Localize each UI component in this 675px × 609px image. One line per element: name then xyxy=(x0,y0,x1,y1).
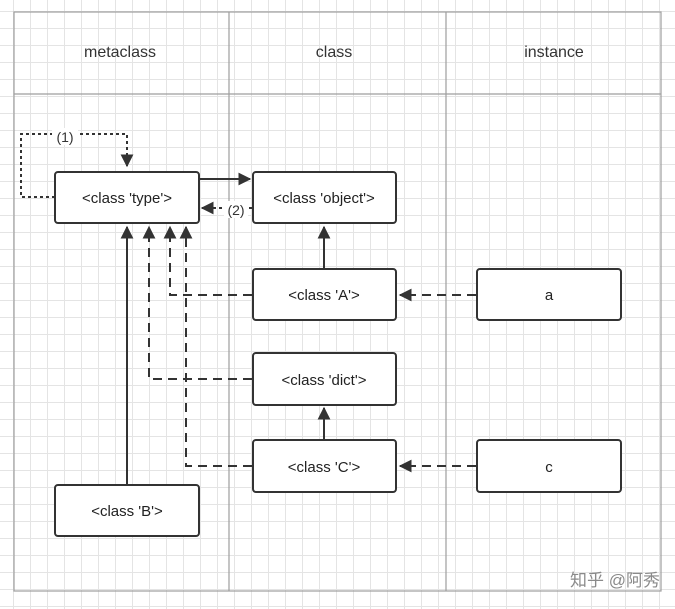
edge-label-bg xyxy=(224,201,248,218)
node-type-box[interactable] xyxy=(54,171,200,224)
node-object-label: <class 'object'> xyxy=(273,190,375,207)
node-C-label: <class 'C'> xyxy=(288,459,361,476)
header-instance: instance xyxy=(524,44,584,61)
node-C-box[interactable] xyxy=(252,439,397,493)
node-dict-label: <class 'dict'> xyxy=(282,372,367,389)
header-metaclass: metaclass xyxy=(84,44,156,61)
node-A-label: <class 'A'> xyxy=(288,287,360,304)
node-B-label: <class 'B'> xyxy=(91,503,163,520)
swimlane-pool xyxy=(13,11,662,592)
node-a-box[interactable] xyxy=(476,268,622,321)
edge-dict-instanceof-type xyxy=(142,225,252,380)
annotation-type-to-object: (2) xyxy=(227,202,244,218)
node-type-label: <class 'type'> xyxy=(82,190,172,207)
loop-label-bg xyxy=(52,128,78,145)
node-a-label: a xyxy=(545,287,554,304)
watermark: 知乎 @阿秀 xyxy=(570,571,660,590)
node-B-box[interactable] xyxy=(54,484,200,537)
node-c-box[interactable] xyxy=(476,439,622,493)
edge-C-instanceof-type xyxy=(179,225,252,467)
node-A-box[interactable] xyxy=(252,268,397,321)
node-c-label: c xyxy=(545,459,553,476)
node-object-box[interactable] xyxy=(252,171,397,224)
edge-type-self-loop xyxy=(20,133,134,198)
annotation-loop: (1) xyxy=(56,129,73,145)
header-class: class xyxy=(316,44,352,61)
edge-A-instanceof-type xyxy=(163,225,252,296)
node-dict-box[interactable] xyxy=(252,352,397,406)
